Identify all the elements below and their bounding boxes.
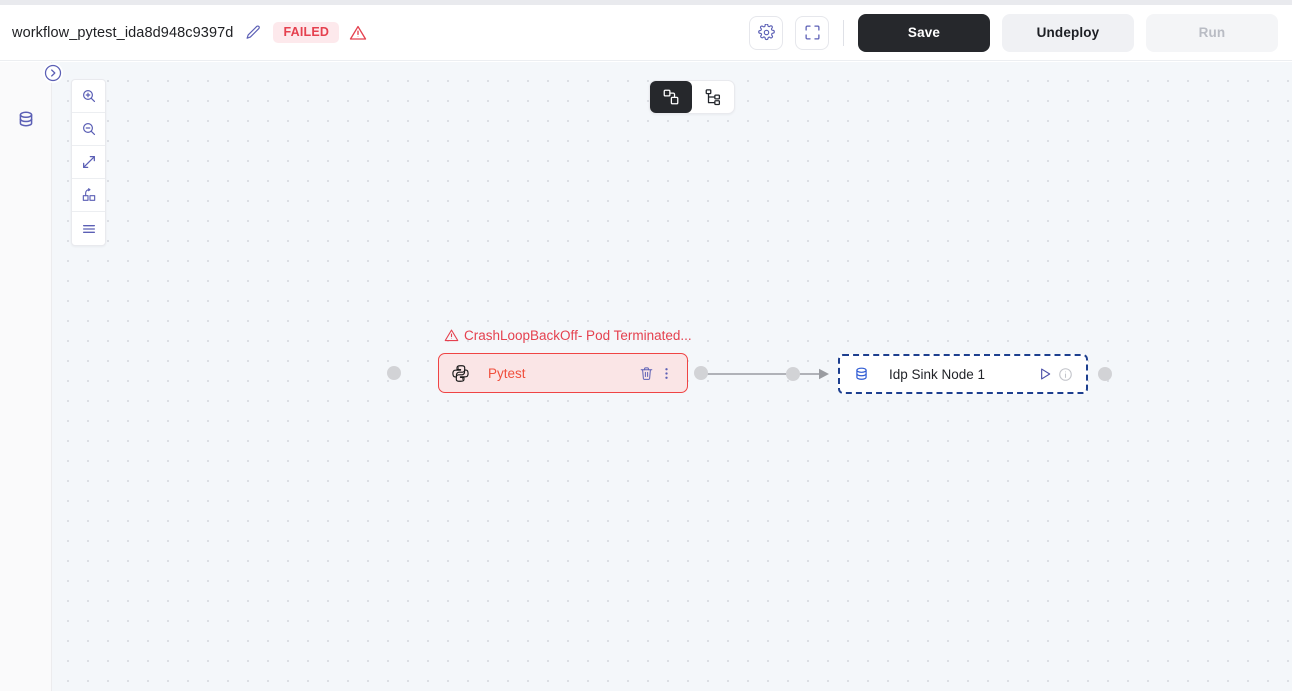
node-error-label: CrashLoopBackOff- Pod Terminated... [444, 328, 692, 343]
view-mode-toggle [649, 80, 735, 114]
header-actions: Save Undeploy Run [749, 13, 1292, 52]
node-label-pytest: Pytest [488, 365, 526, 381]
run-button[interactable]: Run [1146, 13, 1278, 52]
play-icon[interactable] [1035, 364, 1055, 384]
fit-view-icon[interactable] [72, 146, 105, 179]
python-icon [450, 363, 470, 383]
node-label-idp-sink: Idp Sink Node 1 [889, 366, 986, 382]
status-badge: FAILED [273, 21, 340, 44]
canvas-controls [71, 79, 106, 246]
database-icon[interactable] [14, 108, 38, 132]
node-body-pytest[interactable]: Pytest [438, 353, 688, 393]
save-button[interactable]: Save [858, 13, 990, 52]
undeploy-button[interactable]: Undeploy [1002, 13, 1134, 52]
warning-triangle-icon[interactable] [349, 24, 367, 42]
header-divider [843, 19, 844, 46]
sink-output-handle[interactable] [1098, 367, 1112, 381]
header-left-group: workflow_pytest_ida8d948c9397d FAILED [0, 21, 749, 44]
app-header: workflow_pytest_ida8d948c9397d FAILED [0, 5, 1292, 61]
gear-icon[interactable] [749, 15, 783, 50]
tree-view-icon[interactable] [692, 81, 734, 113]
database-icon [851, 364, 871, 384]
more-vertical-icon[interactable] [656, 363, 676, 383]
browser-top-strip [0, 0, 1292, 5]
node-output-handle[interactable] [694, 366, 708, 380]
sink-input-handle[interactable] [786, 367, 800, 381]
left-sidebar [0, 62, 52, 691]
edge-pytest-to-sink[interactable] [697, 362, 837, 386]
trash-icon[interactable] [636, 363, 656, 383]
lock-icon[interactable] [72, 179, 105, 212]
node-error-text: CrashLoopBackOff- Pod Terminated... [464, 328, 692, 343]
node-idp-sink-node-1[interactable]: Idp Sink Node 1 [786, 354, 1112, 394]
pencil-icon[interactable] [243, 23, 263, 43]
node-input-handle[interactable] [387, 366, 401, 380]
workflow-canvas[interactable]: CrashLoopBackOff- Pod Terminated... Pyte… [52, 62, 1292, 691]
zoom-in-icon[interactable] [72, 80, 105, 113]
info-icon[interactable] [1055, 364, 1075, 384]
sidebar-expand-button[interactable] [43, 63, 63, 83]
fullscreen-icon[interactable] [795, 15, 829, 50]
hamburger-icon[interactable] [72, 212, 105, 245]
page-title: workflow_pytest_ida8d948c9397d [12, 24, 234, 41]
graph-view-icon[interactable] [650, 81, 692, 113]
zoom-out-icon[interactable] [72, 113, 105, 146]
node-pytest[interactable]: CrashLoopBackOff- Pod Terminated... Pyte… [387, 328, 708, 393]
node-body-idp-sink[interactable]: Idp Sink Node 1 [838, 354, 1088, 394]
